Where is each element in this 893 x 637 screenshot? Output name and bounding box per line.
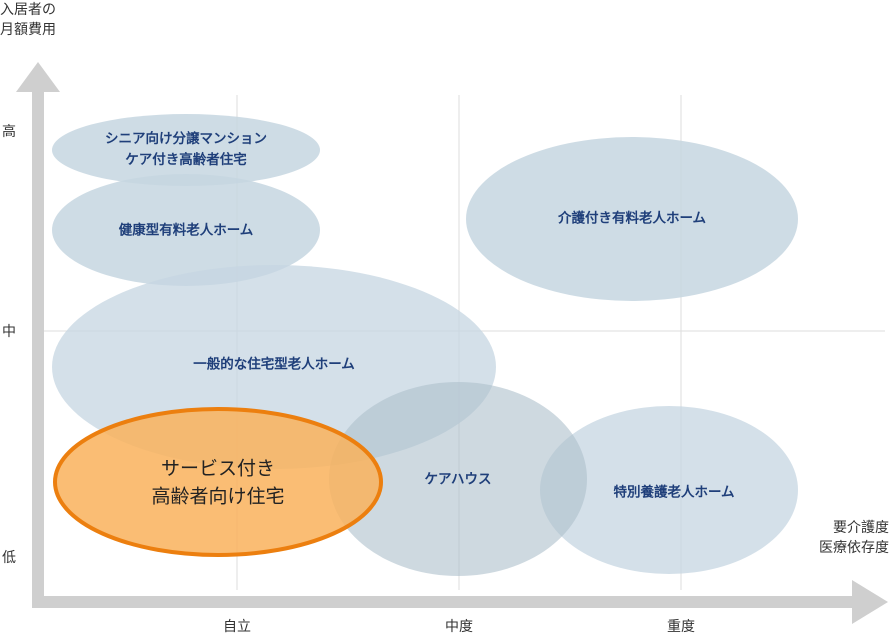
y-tick-high: 高	[2, 124, 16, 140]
x-axis-arrow	[32, 596, 858, 608]
highlight-label-line2: 高齢者向け住宅	[151, 485, 285, 507]
highlight-label-line1: サービス付き	[160, 457, 276, 480]
x-tick-jiritsu: 自立	[223, 619, 251, 635]
y-tick-mid: 中	[2, 324, 16, 340]
x-tick-judo: 重度	[667, 619, 695, 635]
y-axis-arrow	[32, 86, 44, 608]
bubble-carehouse	[329, 382, 587, 576]
highlight-ellipse	[53, 407, 383, 557]
bubble-label-kaigo: 介護付き有料老人ホーム	[557, 210, 707, 227]
x-axis-arrowhead	[852, 580, 888, 624]
bubble-label-kenko: 健康型有料老人ホーム	[118, 222, 254, 239]
bubble-kenko	[52, 174, 320, 286]
bubble-label-ippan: 一般的な住宅型老人ホーム	[193, 356, 355, 373]
bubble-label-senior-line1: シニア向け分譲マンション	[105, 131, 267, 148]
bubble-kaigo	[466, 137, 798, 301]
x-axis-label-line2: 医療依存度	[819, 540, 889, 557]
x-axis-label: 要介護度 医療依存度	[819, 518, 889, 559]
y-axis-label-line2: 月額費用	[0, 22, 56, 39]
bubble-label-senior-line2: ケア付き高齢者住宅	[125, 152, 247, 168]
bubble-tokuyou	[540, 406, 798, 574]
bubble-label-tokuyou: 特別養護老人ホーム	[613, 484, 735, 501]
y-axis-arrowhead	[16, 62, 60, 92]
bubble-senior	[52, 114, 320, 186]
bubble-label-carehouse: ケアハウス	[424, 471, 492, 488]
x-tick-chudo: 中度	[445, 619, 473, 635]
highlight-label: サービス付き 高齢者向け住宅	[151, 455, 284, 510]
x-axis-label-line1: 要介護度	[833, 520, 889, 536]
y-axis-label-line1: 入居者の	[0, 2, 56, 18]
y-axis-label: 入居者の 月額費用	[0, 0, 56, 41]
y-tick-low: 低	[2, 550, 16, 566]
bubble-label-senior: シニア向け分譲マンション ケア付き高齢者住宅	[105, 129, 267, 171]
